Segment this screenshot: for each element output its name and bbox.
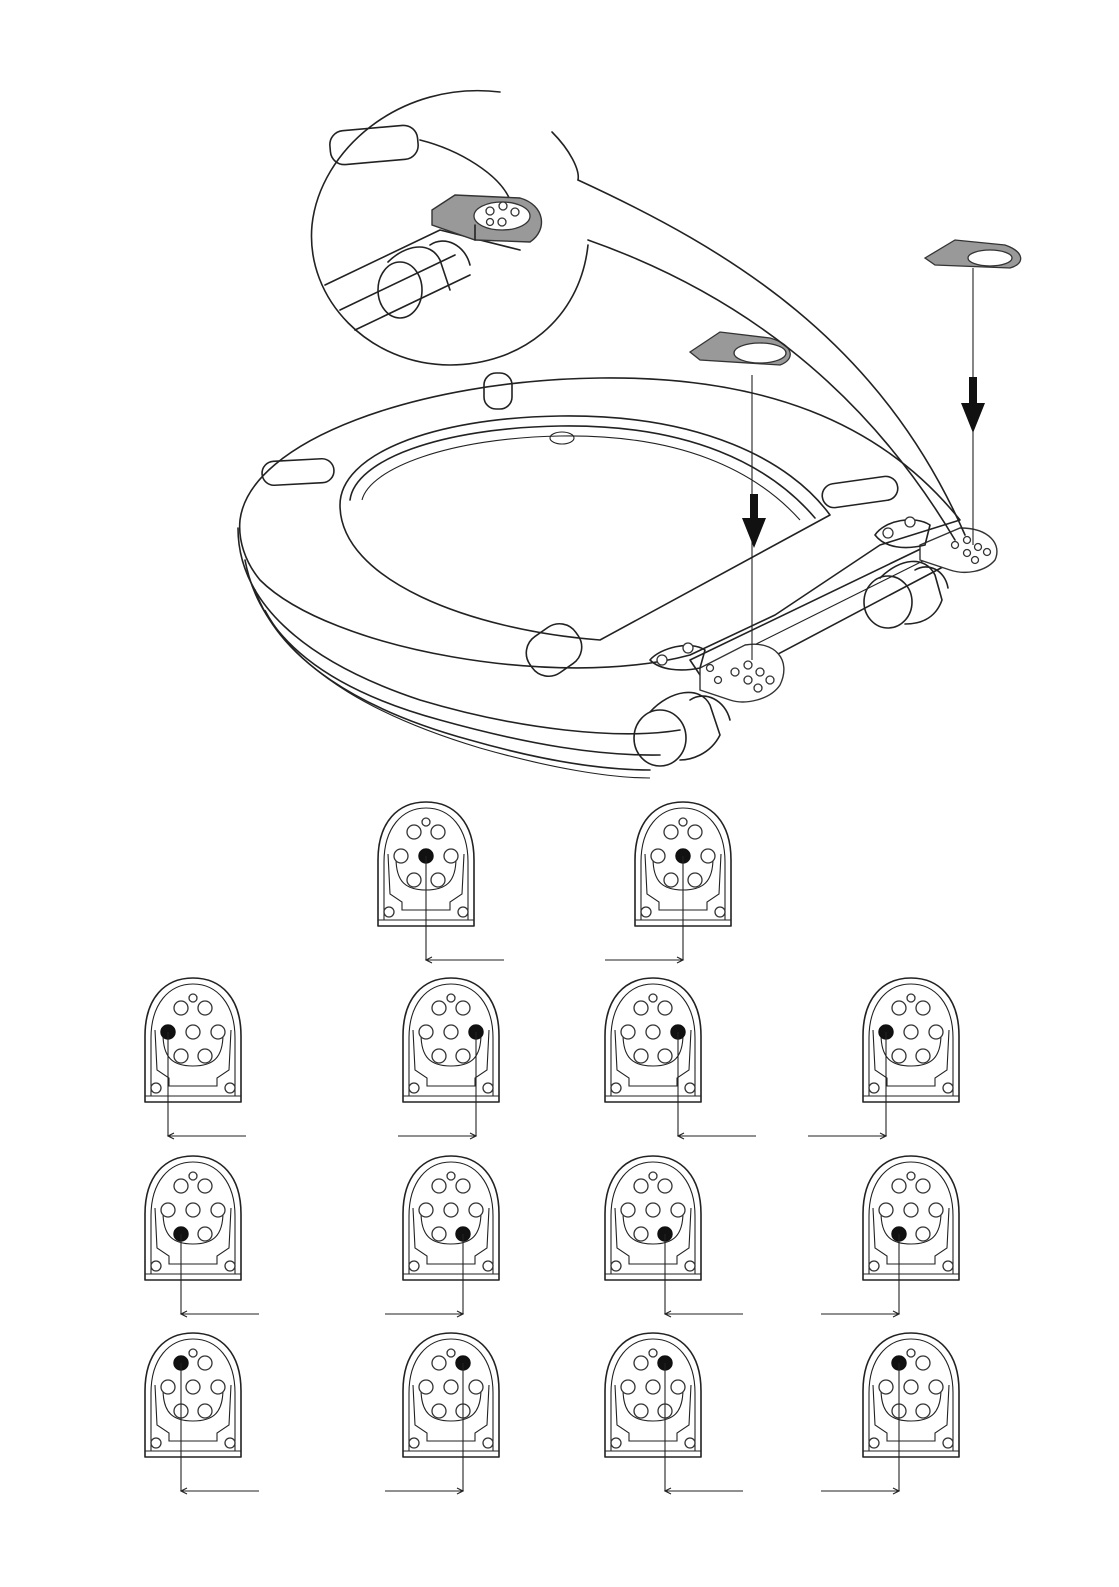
adjuster-template bbox=[145, 1333, 259, 1494]
detail-magnifier-callout bbox=[311, 91, 965, 540]
toilet-seat-illustration bbox=[0, 0, 1119, 780]
hinge-plate-right bbox=[875, 517, 997, 572]
adjuster-template bbox=[385, 1333, 499, 1494]
down-arrow-left bbox=[742, 494, 766, 548]
adjuster-template bbox=[605, 1333, 743, 1494]
adjuster-template bbox=[605, 978, 756, 1139]
adjuster-template bbox=[378, 802, 504, 963]
adjuster-template bbox=[145, 978, 246, 1139]
adjuster-template bbox=[398, 978, 499, 1139]
adjuster-template-grid bbox=[0, 780, 1119, 1587]
adjuster-template bbox=[821, 1333, 959, 1494]
down-arrow-right bbox=[961, 377, 985, 433]
adjuster-template bbox=[145, 1156, 259, 1317]
adjuster-template bbox=[605, 802, 731, 963]
adjuster-template bbox=[605, 1156, 743, 1317]
hinge-plate-left bbox=[650, 643, 784, 702]
toilet-seat bbox=[238, 373, 975, 778]
adjuster-template bbox=[808, 978, 959, 1139]
adjuster-template bbox=[821, 1156, 959, 1317]
adjuster-template bbox=[385, 1156, 499, 1317]
